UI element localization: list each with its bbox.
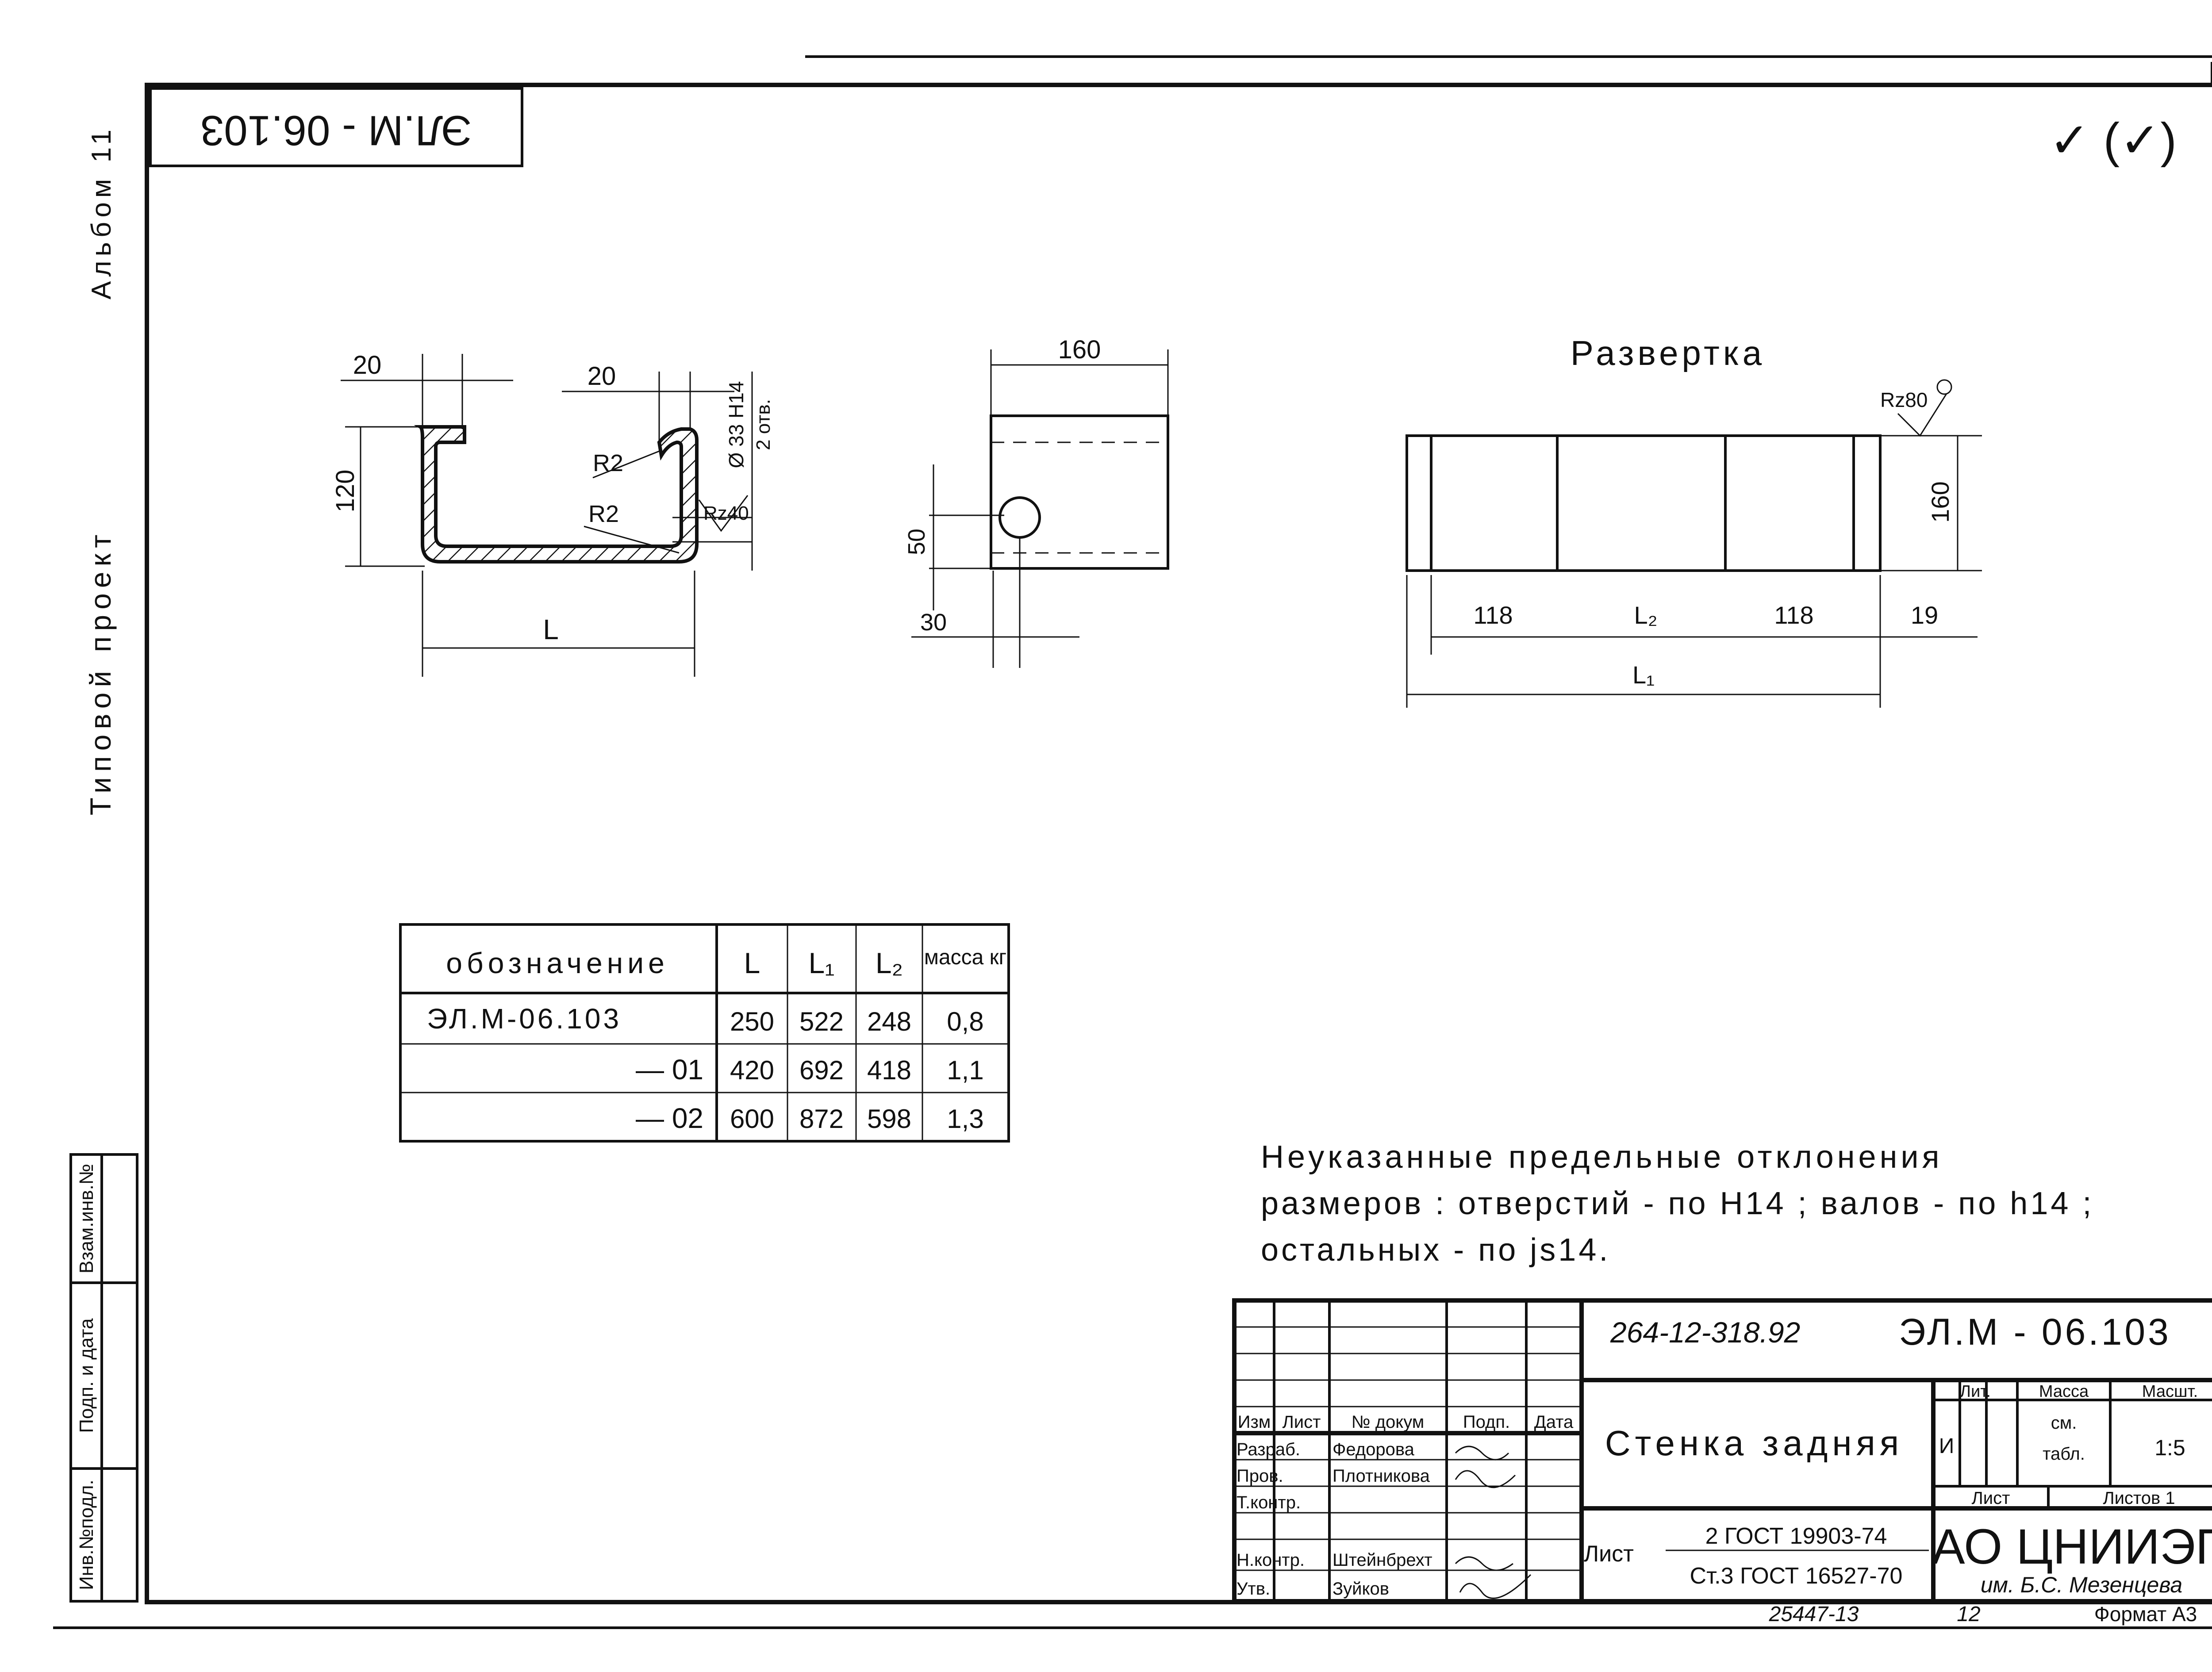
title-block: Изм Лист № докум Подп. Дата Разраб. Федо… [1232, 1298, 2212, 1603]
note-line-3: остальных - по js14. [1261, 1232, 1610, 1268]
stamp-cell-replace: Взам.инв.№ [76, 1164, 97, 1273]
side-view: 160 50 30 [903, 335, 1169, 668]
row2-mass: 1,1 [947, 1055, 983, 1085]
tb-org-name: АО ЦНИИЭП [1932, 1519, 2212, 1574]
stamp-cell-inv: Инв.№подл. [76, 1480, 97, 1590]
table-header-l1: L₁ [809, 947, 835, 979]
roughness-general-mark: ✓ (✓) [2049, 113, 2177, 168]
tb-header-list: Лист [1283, 1412, 1321, 1432]
tb-lit-label: Лит. [1960, 1382, 1991, 1401]
tb-scale-value: 1:5 [2154, 1435, 2185, 1460]
table-header-mass: масса кг [924, 946, 1006, 969]
note-line-1: Неуказанные предельные отклонения [1261, 1139, 1943, 1175]
development-dim-seg3: 118 [1774, 601, 1813, 629]
dim-height: 120 [331, 470, 360, 513]
side-album-label: Альбом 11 [86, 125, 117, 299]
stamp-cell-sign: Подп. и дата [76, 1318, 97, 1433]
hole-circle [998, 496, 1041, 539]
table-header-designation: обозначение [446, 947, 669, 979]
tb-material-line2: Ст.3 ГОСТ 16527-70 [1690, 1563, 1903, 1589]
row2-l2: 418 [867, 1055, 911, 1085]
row3-mass: 1,3 [947, 1104, 983, 1134]
side-project-label: Типовой проект [84, 529, 117, 816]
rotated-code-box: ЭЛ.М - 06.103 [149, 87, 523, 167]
sheet-footer: 25447-13 12 Формат А3 [1769, 1603, 2197, 1626]
development-dim-height: 160 [1926, 481, 1954, 522]
tb-name-approved: Зуйков [1333, 1579, 1389, 1599]
tb-lit-value: И [1939, 1434, 1955, 1458]
hole-count: 2 отв. [753, 399, 774, 450]
row3-l1: 872 [799, 1104, 844, 1134]
table-header-l: L [744, 947, 760, 979]
dim-length: L [543, 614, 559, 645]
development-view: Развертка Rz80 160 118 L₂ 118 19 L₁ [1406, 334, 1982, 708]
row1-mass: 0,8 [947, 1007, 983, 1036]
rotated-code: ЭЛ.М - 06.103 [200, 107, 472, 154]
row1-l: 250 [730, 1007, 774, 1036]
sheet-frame [53, 55, 2212, 1629]
hole-note: Ø 33 H14 [725, 381, 748, 468]
tb-header-doc: № докум [1352, 1412, 1425, 1432]
tb-role-approved: Утв. [1237, 1579, 1270, 1599]
row1-l1: 522 [799, 1007, 844, 1036]
row2-l: 420 [730, 1055, 774, 1085]
channel-section [414, 425, 699, 564]
row1-designation: ЭЛ.М-06.103 [427, 1003, 622, 1035]
dim-flange-left: 20 [353, 351, 382, 380]
profile-view: 20 20 120 R2 R2 Ø 33 H14 2 отв. Rz40 L [331, 351, 774, 677]
tb-mass-value-1: см. [2051, 1413, 2077, 1433]
tb-sheets-label: Листов 1 [2103, 1488, 2175, 1508]
tb-part-name: Стенка задняя [1605, 1423, 1903, 1463]
side-dim-hole-offset: 30 [920, 609, 947, 636]
footer-page: 12 [1957, 1603, 1980, 1626]
left-stamp: Инв.№подл. Подп. и дата Взам.инв.№ [69, 1153, 138, 1603]
development-dim-l2: L₂ [1634, 601, 1658, 629]
footer-format: Формат А3 [2094, 1603, 2197, 1626]
roughness-profile: Rz40 [703, 502, 749, 524]
row3-l2: 598 [867, 1104, 911, 1134]
tb-material-line1: 2 ГОСТ 19903-74 [1705, 1523, 1887, 1549]
tb-role-tech-control: Т.контр. [1237, 1493, 1301, 1512]
side-dim-width: 160 [1058, 335, 1101, 364]
row3-l: 600 [730, 1104, 774, 1134]
development-roughness: Rz80 [1880, 388, 1928, 411]
radius-inner: R2 [593, 450, 623, 476]
tb-header-izm: Изм [1238, 1412, 1271, 1432]
tb-header-date: Дата [1534, 1412, 1574, 1432]
table-header-l2: L₂ [876, 947, 903, 979]
tb-role-developer: Разраб. [1237, 1440, 1300, 1459]
tb-header-sign: Подп. [1463, 1412, 1510, 1432]
tolerance-notes: Неуказанные предельные отклонения размер… [1261, 1139, 2094, 1268]
development-dim-l1: L₁ [1632, 661, 1655, 689]
side-dim-hole-height: 50 [903, 529, 930, 555]
tb-name-checker: Плотникова [1333, 1466, 1430, 1486]
dim-flange-right: 20 [588, 362, 616, 391]
tb-project-code: 264-12-318.92 [1610, 1316, 1800, 1349]
row2-designation: — 01 [636, 1054, 703, 1085]
tb-doc-code: ЭЛ.М - 06.103 [1899, 1311, 2171, 1353]
development-dim-seg1: 118 [1473, 601, 1513, 629]
tb-org-sub: им. Б.С. Мезенцева [1981, 1572, 2182, 1597]
tb-sheet-label: Лист [1972, 1488, 2010, 1508]
development-title: Развертка [1571, 334, 1765, 372]
tb-role-norm-control: Н.контр. [1237, 1550, 1305, 1570]
row1-l2: 248 [867, 1007, 911, 1036]
tb-material-label: Лист [1584, 1541, 1634, 1567]
row3-designation: — 02 [636, 1102, 703, 1134]
development-dim-end: 19 [1911, 601, 1938, 629]
tb-name-developer: Федорова [1333, 1440, 1415, 1459]
radius-outer: R2 [588, 501, 619, 527]
footer-code: 25447-13 [1769, 1603, 1859, 1626]
note-line-2: размеров : отверстий - по Н14 ; валов - … [1261, 1186, 2094, 1221]
tb-mass-label: Масса [2039, 1382, 2089, 1401]
tb-name-norm-control: Штейнбрехт [1333, 1550, 1432, 1570]
tb-mass-value-2: табл. [2043, 1444, 2085, 1464]
variants-table: обозначение L L₁ L₂ масса кг ЭЛ.М-06.103… [399, 923, 1010, 1143]
row2-l1: 692 [799, 1055, 844, 1085]
tb-role-checker: Пров. [1237, 1466, 1283, 1486]
tb-scale-label: Масшт. [2142, 1382, 2198, 1401]
